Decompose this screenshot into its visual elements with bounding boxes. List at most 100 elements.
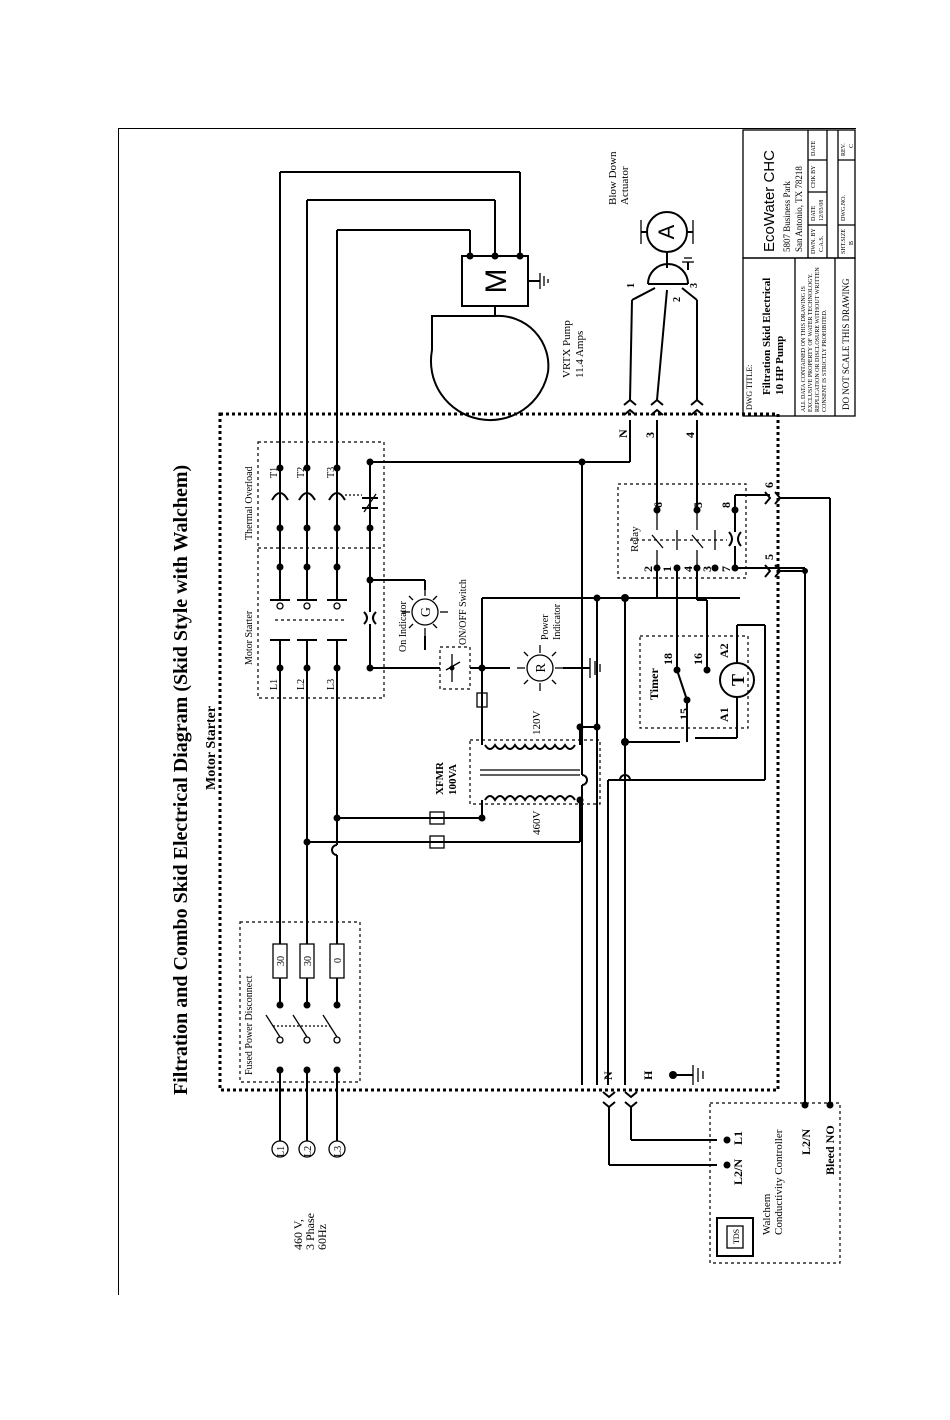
- svg-text:DATE: DATE: [811, 140, 817, 156]
- actuator-symbol: A 1 2 3: [626, 211, 700, 401]
- on-indicator-lamp: G: [402, 580, 448, 650]
- relay-contacts: [630, 420, 805, 601]
- svg-text:18: 18: [661, 653, 675, 665]
- svg-text:L2: L2: [296, 679, 307, 690]
- svg-text:30: 30: [276, 956, 287, 966]
- svg-text:L2: L2: [303, 1146, 314, 1157]
- svg-text:B: B: [849, 241, 855, 245]
- supply-l3-terminal: L3: [328, 1140, 346, 1158]
- timer-label: Timer: [647, 668, 661, 700]
- svg-text:3: 3: [700, 566, 714, 572]
- onoff-switch-label: ON/OFF Switch: [458, 579, 469, 645]
- svg-text:DWN. BY: DWN. BY: [811, 228, 817, 254]
- svg-text:VRTX Pump: VRTX Pump: [561, 320, 573, 378]
- transformer-label: XFMR 100VA: [434, 761, 459, 795]
- svg-text:G: G: [419, 607, 434, 617]
- svg-text:CONSENT IS STRICTLY PROHIBITED: CONSENT IS STRICTLY PROHIBITED.: [822, 309, 828, 412]
- motor-symbol: M: [461, 255, 549, 307]
- title-block-no-scale: DO NOT SCALE THIS DRAWING: [841, 278, 851, 410]
- starter-control-circuit: [345, 458, 630, 672]
- svg-text:100VA: 100VA: [447, 764, 459, 795]
- title-block-dwg-title-line1: Filtration Skid Electrical: [761, 278, 773, 395]
- on-indicator-label: On Indicator: [398, 601, 409, 652]
- timer-coil: T: [673, 600, 755, 742]
- svg-text:Blow Down: Blow Down: [607, 151, 619, 205]
- svg-text:L3: L3: [326, 679, 337, 690]
- fused-disconnect-label: Fused Power Disconnect: [244, 975, 255, 1075]
- svg-text:L2/N: L2/N: [799, 1129, 813, 1155]
- title-block-notice: ALL DATA CONTAINED ON THIS DRAWING IS EX…: [801, 267, 828, 412]
- svg-text:460 V,: 460 V,: [291, 1219, 305, 1250]
- title-block: [742, 129, 856, 417]
- relay-box: [617, 483, 747, 579]
- walchem-controller-box: [709, 1102, 841, 1264]
- svg-text:1: 1: [660, 566, 674, 572]
- svg-text:L1: L1: [276, 1146, 287, 1157]
- relay-label: Relay: [629, 526, 641, 552]
- drawing-sheet-border: [118, 128, 856, 1295]
- actuator-label: Blow Down Actuator: [607, 151, 631, 205]
- svg-text:Power: Power: [540, 614, 551, 640]
- power-indicator-lamp: R: [517, 645, 601, 691]
- ground-symbol: [669, 1065, 704, 1085]
- svg-text:5807 Business Park: 5807 Business Park: [782, 180, 792, 252]
- fuse-2: 30: [299, 943, 315, 979]
- svg-text:REPLICATION OR DISCLOSURE WITH: REPLICATION OR DISCLOSURE WITHOUT WRITTE…: [815, 267, 821, 412]
- motor-starter-line-terminals: L1 L2 L3: [269, 679, 337, 690]
- transformer-primary-label: 460V: [531, 811, 543, 836]
- svg-text:6: 6: [762, 482, 776, 488]
- svg-text:M: M: [480, 269, 513, 294]
- power-indicator-label: Power Indicator: [540, 603, 563, 640]
- transformer-primary-fuses: [429, 811, 580, 849]
- svg-text:A: A: [654, 224, 679, 239]
- svg-text:N: N: [616, 429, 630, 438]
- svg-text:0: 0: [333, 958, 344, 963]
- svg-text:4: 4: [683, 432, 697, 438]
- svg-text:EXCLUSIVE PROPERTY OF WATER TE: EXCLUSIVE PROPERTY OF WATER TECHNOLOGY.: [808, 273, 814, 412]
- svg-text:2: 2: [641, 566, 655, 572]
- motor-starter-contacts: [270, 468, 347, 690]
- svg-text:T1: T1: [269, 467, 280, 478]
- supply-l2-terminal: L2: [298, 1140, 316, 1158]
- svg-text:XFMR: XFMR: [434, 761, 446, 795]
- title-block-dwg-title-line2: 10 HP Pump: [774, 336, 786, 395]
- control-panel-enclosure: [218, 412, 780, 1092]
- fuse-1: 30: [272, 943, 288, 979]
- transformer-box: [469, 739, 601, 805]
- control-wiring: [580, 420, 766, 1085]
- svg-text:Conductivity Controller: Conductivity Controller: [773, 1129, 785, 1235]
- svg-text:1: 1: [626, 283, 637, 288]
- svg-text:T3: T3: [326, 467, 337, 478]
- supply-l1-terminal: L1: [271, 1140, 289, 1158]
- supply-label: 460 V, 3 Phase 60Hz: [291, 1213, 329, 1250]
- phase-wiring: [279, 690, 430, 944]
- pump-volute: [429, 306, 550, 422]
- svg-text:5: 5: [762, 554, 776, 560]
- timer-terminals: 18 16 15 A1 A2: [661, 643, 731, 722]
- thermal-overload-label: Thermal Overload: [244, 466, 255, 540]
- svg-text:4: 4: [681, 566, 695, 572]
- svg-text:DATE: DATE: [811, 205, 817, 221]
- svg-text:60Hz: 60Hz: [315, 1224, 329, 1250]
- pump-label: VRTX Pump 11.4 Amps: [561, 320, 586, 378]
- fuse-3: 0: [329, 943, 345, 979]
- svg-text:7: 7: [719, 566, 733, 572]
- svg-text:12/03/08: 12/03/08: [819, 200, 825, 221]
- svg-text:15: 15: [677, 708, 691, 720]
- walchem-label: Walchem Conductivity Controller: [761, 1129, 785, 1235]
- svg-text:8: 8: [719, 502, 733, 508]
- svg-text:Bleed NO: Bleed NO: [823, 1125, 837, 1175]
- svg-text:C: C: [849, 144, 855, 148]
- svg-text:2: 2: [672, 297, 683, 302]
- svg-text:Actuator: Actuator: [619, 166, 631, 205]
- transformer-secondary-label: 120V: [531, 711, 543, 736]
- svg-text:11.4 Amps: 11.4 Amps: [574, 331, 586, 378]
- svg-text:CHK BY: CHK BY: [811, 165, 817, 188]
- svg-text:3: 3: [643, 432, 657, 438]
- svg-text:N: N: [601, 1071, 615, 1080]
- svg-text:Indicator: Indicator: [552, 603, 563, 640]
- motor-starter-label: Motor Starter: [244, 610, 255, 665]
- connectors-right: 5 6: [762, 482, 831, 1105]
- svg-text:30: 30: [303, 956, 314, 966]
